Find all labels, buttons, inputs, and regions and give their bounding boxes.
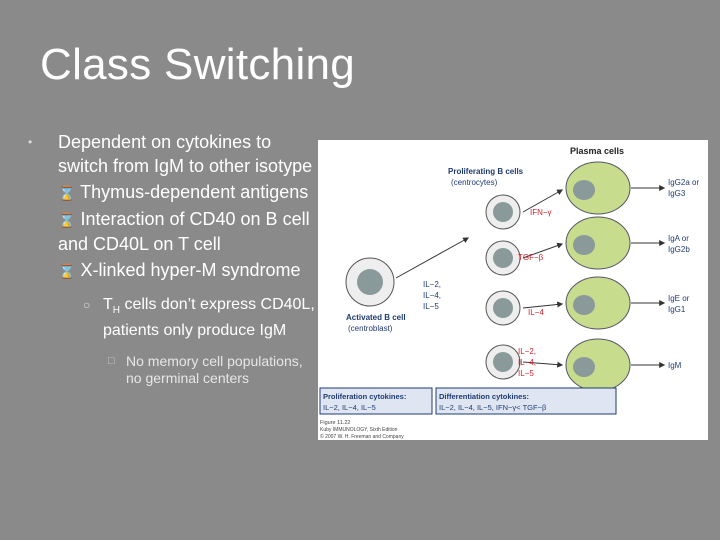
il5-label-a: IL−5 bbox=[423, 302, 439, 311]
figure-number: Figure 11.22 bbox=[320, 420, 350, 426]
bullet-text: Dependent on cytokines to switch from Ig… bbox=[58, 132, 313, 176]
il2-label-c: IL−2, bbox=[518, 347, 536, 356]
arrow-il-mix bbox=[522, 361, 564, 368]
il2-label-a: IL−2, bbox=[423, 280, 441, 289]
bullet-dot-icon: • bbox=[28, 135, 33, 149]
sub-sub-bullet-text: cells don’t express CD40L, patients only… bbox=[103, 296, 315, 340]
class-switching-figure: Plasma cells Proliferating B cells (cent… bbox=[318, 140, 708, 440]
figure-credit-1: Kuby IMMUNOLOGY, Sixth Edition bbox=[320, 427, 398, 433]
isotype-3a: IgE or bbox=[668, 294, 690, 303]
sub-bullet: ⌛ X-linked hyper-M syndrome bbox=[28, 258, 318, 283]
slide-title: Class Switching bbox=[40, 40, 356, 89]
sub-bullet: ⌛ Thymus-dependent antigens bbox=[28, 180, 318, 205]
arrow-il4 bbox=[522, 301, 564, 309]
proliferating-label-1: Proliferating B cells bbox=[448, 167, 524, 176]
il4-label-a: IL−4, bbox=[423, 291, 441, 300]
isotype-2b: IgG2b bbox=[668, 245, 690, 254]
proliferating-label-2: (centrocytes) bbox=[451, 178, 498, 187]
il4-label-c: IL−4, bbox=[518, 358, 536, 367]
proliferation-cytokines-title: Proliferation cytokines: bbox=[323, 392, 406, 401]
tgf-label: TGF−β bbox=[518, 253, 544, 262]
bullet-list: • Dependent on cytokines to switch from … bbox=[28, 130, 318, 387]
activated-label-2: (centroblast) bbox=[348, 324, 393, 333]
differentiation-cytokines-title: Differentiation cytokines: bbox=[439, 392, 529, 401]
proliferation-cytokines-box bbox=[319, 387, 433, 415]
arrow-tgf bbox=[522, 242, 564, 259]
isotype-2a: IgA or bbox=[668, 234, 689, 243]
proliferation-cytokines-list: IL−2, IL−4, IL−5 bbox=[323, 403, 376, 412]
ifn-label: IFN−γ bbox=[530, 208, 552, 217]
plasma-cell-3 bbox=[565, 276, 631, 330]
arrow-ifn bbox=[522, 189, 564, 213]
il5-label-c: IL−5 bbox=[518, 369, 534, 378]
differentiation-cytokines-box bbox=[435, 387, 617, 415]
figure-credit-2: © 2007 W. H. Freeman and Company bbox=[320, 433, 404, 440]
isotype-3b: IgG1 bbox=[668, 305, 686, 314]
il4-label-b: IL−4 bbox=[528, 308, 544, 317]
activated-label-1: Activated B cell bbox=[346, 313, 406, 322]
sub-sub-bullet: ○ TH cells don’t express CD40L, patients… bbox=[28, 295, 318, 341]
differentiation-cytokines-list: IL−2, IL−4, IL−5, IFN−γ< TGF−β bbox=[439, 403, 547, 412]
figure-svg: Plasma cells Proliferating B cells (cent… bbox=[319, 146, 699, 440]
plasma-cell-2 bbox=[565, 216, 631, 270]
level4-bullet-text: No memory cell populations, no germinal … bbox=[126, 353, 303, 387]
bullet-level1: • Dependent on cytokines to switch from … bbox=[28, 130, 318, 178]
sub-bullet-text: Interaction of CD40 on B cell and CD40L … bbox=[58, 209, 310, 254]
plasma-cell-1 bbox=[565, 161, 631, 215]
isotype-4: IgM bbox=[668, 361, 682, 370]
isotype-1a: IgG2a or bbox=[668, 178, 699, 187]
level4-bullet: □ No memory cell populations, no germina… bbox=[28, 353, 318, 387]
activated-b-cell bbox=[345, 257, 395, 307]
arrow-to-proliferation bbox=[395, 237, 470, 279]
proliferating-cell-4 bbox=[485, 344, 521, 380]
hourglass-icon: ⌛ bbox=[58, 263, 76, 279]
circle-bullet-icon: ○ bbox=[83, 298, 91, 312]
proliferating-cell-3 bbox=[485, 290, 521, 326]
plasma-cells-label: Plasma cells bbox=[570, 146, 624, 156]
th-prefix: T bbox=[103, 296, 113, 313]
isotype-1b: IgG3 bbox=[668, 189, 686, 198]
hourglass-icon: ⌛ bbox=[58, 212, 76, 228]
proliferating-cell-2 bbox=[485, 240, 521, 276]
proliferating-cell-1 bbox=[485, 194, 521, 230]
sub-bullet-text: X-linked hyper-M syndrome bbox=[80, 260, 301, 280]
square-bullet-icon: □ bbox=[108, 355, 115, 368]
sub-bullet-text: Thymus-dependent antigens bbox=[80, 182, 309, 202]
sub-bullet: ⌛ Interaction of CD40 on B cell and CD40… bbox=[28, 207, 318, 256]
th-subscript: H bbox=[112, 305, 121, 317]
hourglass-icon: ⌛ bbox=[58, 185, 76, 201]
plasma-cell-4 bbox=[565, 338, 631, 392]
